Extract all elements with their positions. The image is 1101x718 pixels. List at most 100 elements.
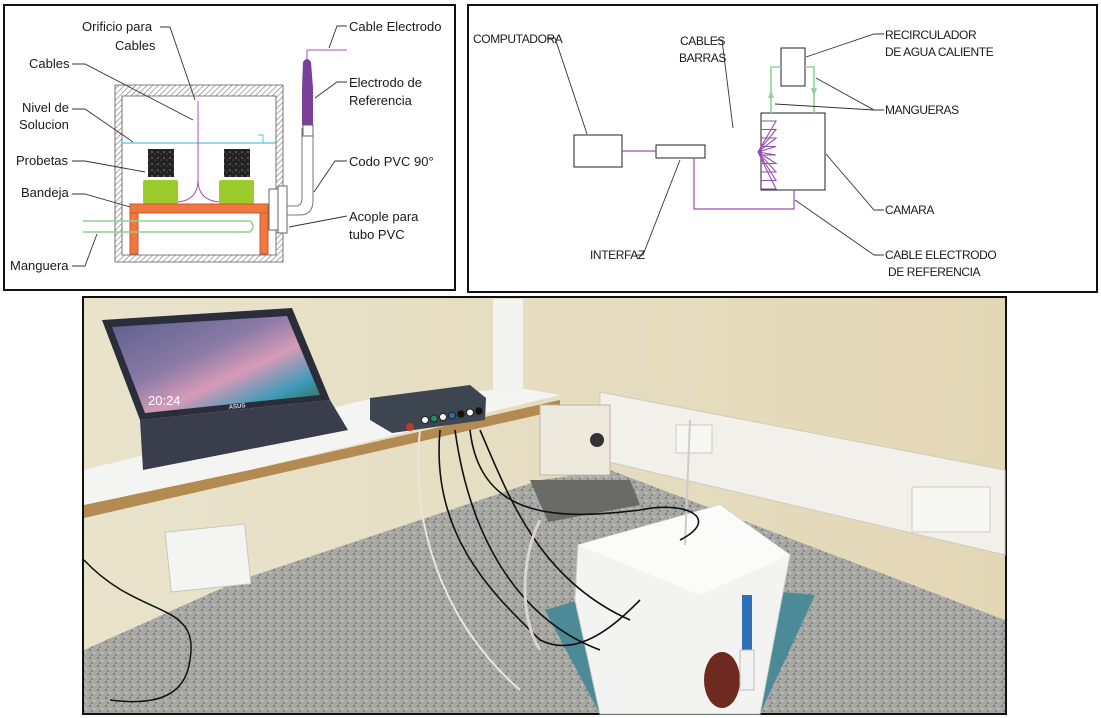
leader-cables bbox=[72, 63, 194, 121]
probeta-base-1 bbox=[143, 180, 178, 204]
label-computadora: COMPUTADORA bbox=[473, 32, 563, 46]
label-cables-barras-1: CABLES bbox=[680, 34, 725, 48]
recirculador-box bbox=[780, 47, 806, 87]
laptop-screen bbox=[112, 316, 320, 413]
electrode-tip bbox=[302, 124, 314, 137]
label-electrodo-1: Electrodo de bbox=[349, 75, 422, 90]
connector bbox=[466, 408, 474, 417]
computadora-box bbox=[573, 134, 623, 168]
manguera-hose bbox=[83, 220, 254, 233]
leader-camara bbox=[825, 153, 884, 211]
label-camara: CAMARA bbox=[885, 203, 934, 217]
probeta-base-2 bbox=[219, 180, 254, 204]
interface-connectors bbox=[421, 407, 483, 424]
wall-column bbox=[493, 299, 523, 391]
reference-electrode-photo bbox=[742, 595, 752, 650]
bar-cable bbox=[757, 151, 777, 182]
label-nivel-2: Solucion bbox=[19, 117, 69, 132]
bandeja-top bbox=[129, 203, 269, 214]
white-cable bbox=[417, 429, 521, 691]
bar-cable bbox=[757, 145, 777, 153]
label-orificio-1: Orificio para bbox=[82, 19, 153, 34]
label-manguera: Manguera bbox=[10, 258, 69, 273]
label-orificio-2: Cables bbox=[115, 38, 156, 53]
cables-barras bbox=[757, 120, 778, 190]
probeta-top-2 bbox=[224, 149, 250, 177]
leader-manguera bbox=[72, 233, 98, 267]
leader-recirculador bbox=[805, 33, 884, 58]
label-cable-electrodo: Cable Electrodo bbox=[349, 19, 442, 34]
laptop-clock: 20:24 bbox=[148, 393, 181, 408]
specimen-cables bbox=[177, 101, 220, 203]
interfaz-box bbox=[655, 144, 706, 159]
leader-codo bbox=[313, 160, 347, 193]
codo-pvc-elbow bbox=[287, 128, 314, 216]
bar-cable bbox=[757, 137, 778, 153]
bar-cable bbox=[757, 151, 778, 165]
leader-cables-barras bbox=[716, 39, 734, 129]
label-nivel-1: Nivel de bbox=[22, 100, 69, 115]
water-bath bbox=[530, 480, 640, 522]
label-interfaz: INTERFAZ bbox=[590, 248, 645, 262]
leader-computadora bbox=[547, 37, 588, 135]
leader-electrodo bbox=[314, 81, 347, 99]
reference-electrode-cable bbox=[693, 158, 795, 210]
connector-red bbox=[406, 423, 414, 431]
connector bbox=[439, 413, 447, 421]
connector bbox=[421, 416, 429, 424]
laptop-power-cable bbox=[83, 559, 192, 703]
shelf-edge bbox=[84, 400, 560, 518]
connector bbox=[475, 407, 483, 415]
leader-orificio bbox=[160, 26, 196, 101]
label-recirculador-1: RECIRCULADOR bbox=[885, 28, 977, 42]
chamber-lid bbox=[578, 505, 790, 595]
leader-mangueras bbox=[774, 77, 884, 111]
label-electrodo-2: Referencia bbox=[349, 93, 413, 108]
thermometer bbox=[684, 419, 691, 546]
setup-photo: 20:24 ASUS bbox=[82, 296, 1007, 715]
label-cables: Cables bbox=[29, 56, 70, 71]
black-cable bbox=[454, 429, 601, 651]
leader-bandeja bbox=[72, 193, 131, 208]
hose-flow-arrows bbox=[768, 88, 817, 98]
connector bbox=[457, 410, 465, 418]
water-level-symbol bbox=[258, 134, 264, 143]
electrode-tube-photo bbox=[739, 649, 755, 691]
laptop-brand-logo: ASUS bbox=[229, 403, 246, 411]
block-diagram: COMPUTADORA CABLES BARRAS RECIRCULADOR D… bbox=[467, 4, 1098, 293]
laptop-keyboard bbox=[140, 400, 348, 470]
leader-probetas bbox=[72, 160, 146, 173]
recirculator-knob bbox=[590, 433, 604, 447]
bar-cable bbox=[757, 151, 777, 156]
camara-box bbox=[760, 112, 826, 191]
label-acople-1: Acople para bbox=[349, 209, 419, 224]
connector bbox=[430, 414, 438, 423]
chamber-port bbox=[704, 652, 740, 708]
bar-cable bbox=[757, 151, 777, 190]
label-recirculador-2: DE AGUA CALIENTE bbox=[885, 45, 994, 59]
acople-coupling bbox=[268, 188, 279, 231]
label-codo: Codo PVC 90° bbox=[349, 154, 434, 169]
wall-outlet-small bbox=[675, 424, 713, 454]
bar-cable bbox=[757, 151, 778, 173]
bandeja-leg-1 bbox=[129, 212, 139, 255]
acople-flange bbox=[277, 185, 288, 234]
leader-acople bbox=[288, 215, 348, 228]
bar-cable bbox=[757, 128, 778, 153]
reference-electrode bbox=[302, 59, 313, 125]
water-hose-photo bbox=[523, 519, 542, 651]
bar-cable bbox=[757, 120, 777, 153]
leader-interfaz bbox=[636, 159, 681, 256]
black-cable bbox=[469, 429, 700, 541]
interface-device bbox=[370, 385, 486, 433]
label-cable-electrodo-ref-2: DE REFERENCIA bbox=[888, 265, 981, 279]
wall-outlet bbox=[911, 486, 991, 533]
probeta-top-1 bbox=[148, 149, 174, 177]
bandeja-leg-2 bbox=[259, 212, 269, 255]
label-mangueras: MANGUERAS bbox=[885, 103, 959, 117]
connector bbox=[448, 411, 456, 420]
leader-cable-electrodo bbox=[328, 25, 347, 49]
wall-panel bbox=[164, 523, 252, 593]
